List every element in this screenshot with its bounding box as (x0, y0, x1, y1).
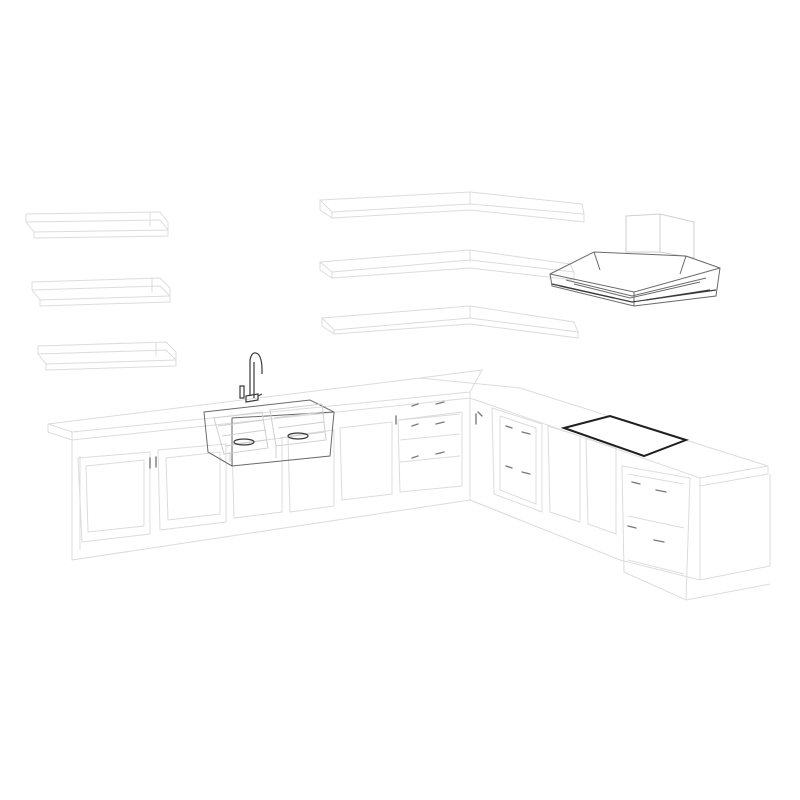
cabinet-handles (149, 401, 667, 543)
wall-shelf-left-top (25, 211, 169, 239)
corner-shelf-bottom (320, 305, 579, 339)
range-hood (549, 213, 721, 307)
wall-shelf-left-middle (31, 277, 171, 307)
corner-shelf-middle (318, 249, 575, 281)
corner-shelf-top (318, 191, 585, 223)
wall-shelf-left-bottom (37, 341, 177, 371)
double-sink (203, 399, 335, 467)
counter-base-cabinets (47, 369, 771, 601)
faucet (239, 352, 263, 403)
induction-hob (560, 414, 690, 458)
